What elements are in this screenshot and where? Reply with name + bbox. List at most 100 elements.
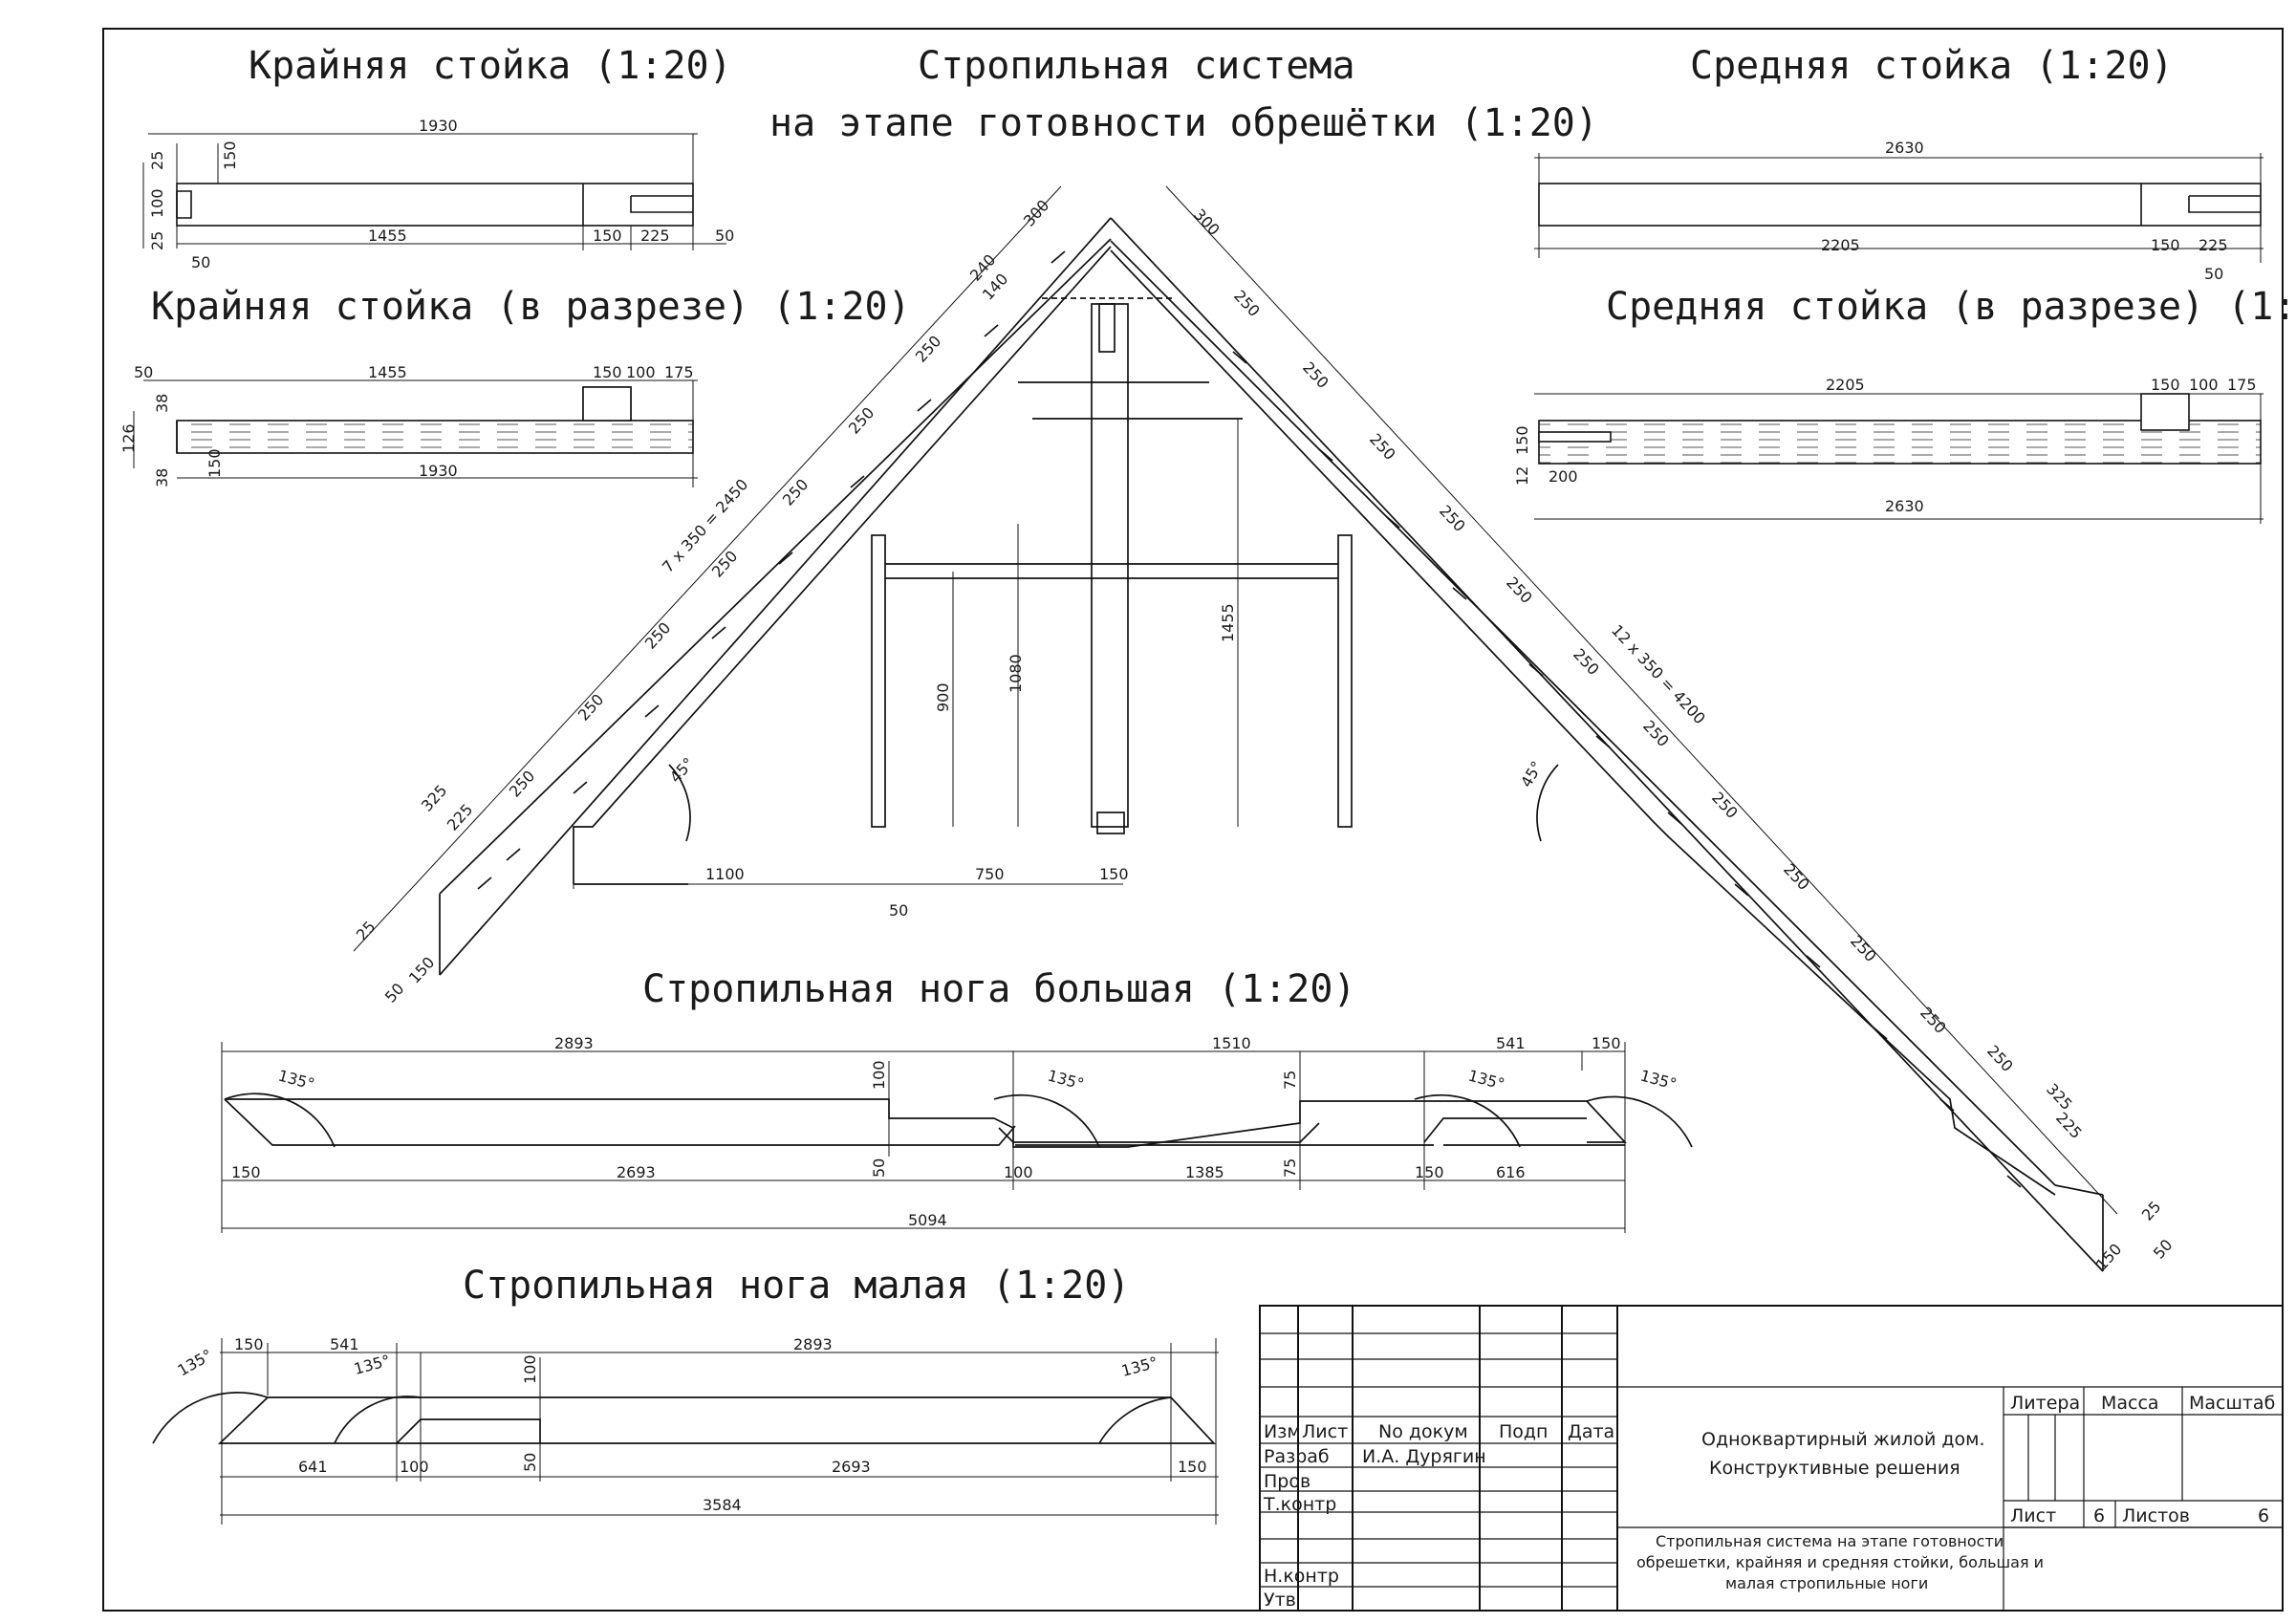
roof-right-250-2: 250 (1299, 358, 1332, 392)
roof-left-325: 325 (418, 781, 451, 814)
rafter-big-angle-3: 135° (1466, 1067, 1506, 1093)
roof-left-25: 25 (353, 918, 379, 944)
end-post-section-100: 100 (626, 363, 656, 381)
end-post-section-175: 175 (664, 363, 694, 381)
sheet-frame (102, 28, 2284, 1612)
roof-right-sum: 12 x 350 = 4200 (1608, 621, 1709, 728)
end-post-section-h38a: 38 (153, 394, 171, 413)
title-middle-post: Средняя стойка (1:20) (1690, 44, 2174, 88)
rafter-small-angle-3: 135° (1119, 1353, 1159, 1380)
tb-project-1: Одноквартирный жилой дом. (1701, 1429, 1985, 1450)
tb-massa: Масса (2101, 1393, 2159, 1414)
roof-left-250-1: 250 (912, 332, 945, 365)
rafter-small-h50: 50 (521, 1453, 539, 1472)
end-post-h25a: 25 (148, 151, 166, 170)
end-post-section-h126: 126 (119, 423, 138, 453)
roof-right-150: 150 (2092, 1240, 2126, 1273)
roof-right-250-7: 250 (1639, 717, 1673, 750)
rafter-big-b150: 150 (231, 1163, 261, 1181)
rafter-big-angle-2: 135° (1046, 1067, 1086, 1093)
middle-post-section-150: 150 (2151, 376, 2180, 394)
tb-listov-value: 6 (2258, 1505, 2269, 1526)
end-post-225: 225 (640, 227, 670, 245)
roof-right-250-12: 250 (1983, 1042, 2017, 1075)
end-post-bottom-50: 50 (191, 253, 210, 271)
end-post-view (142, 133, 726, 250)
end-post-section-h150: 150 (206, 448, 224, 478)
roof-left-150: 150 (405, 953, 439, 986)
tb-col-doc: No докум (1378, 1421, 1468, 1442)
title-end-post-section: Крайняя стойка (в разрезе) (1:20) (151, 285, 911, 329)
middle-post-section-200: 200 (1549, 467, 1578, 486)
tb-nkontr: Н.контр (1264, 1566, 1339, 1587)
rafter-big-2893: 2893 (554, 1034, 594, 1052)
rafter-small-angle-1: 135° (175, 1346, 216, 1380)
rafter-big-h50: 50 (870, 1158, 888, 1178)
roof-left-250-5: 250 (641, 618, 675, 652)
roof-left-250-2: 250 (845, 403, 878, 437)
tb-prov: Пров (1264, 1471, 1310, 1492)
tb-list-label: Лист (2010, 1505, 2056, 1526)
roof-right-250-4: 250 (1436, 502, 1469, 535)
end-post-h150: 150 (221, 141, 239, 170)
roof-right-250-10: 250 (1847, 932, 1880, 965)
rafter-small-h100: 100 (521, 1354, 539, 1384)
rafter-big-h100: 100 (870, 1060, 888, 1090)
tb-litera: Литера (2010, 1393, 2080, 1414)
title-end-post: Крайняя стойка (1:20) (249, 44, 732, 88)
roof-right-top-300: 300 (1190, 206, 1224, 239)
middle-post-section-175: 175 (2227, 376, 2257, 394)
middle-post-section-2205: 2205 (1826, 376, 1865, 394)
roof-right-225: 225 (2052, 1109, 2086, 1142)
end-post-total: 1930 (419, 117, 458, 135)
roof-right-250-5: 250 (1503, 573, 1536, 607)
roof-angle-right: 45° (1517, 758, 1547, 790)
middle-post-section-total: 2630 (1885, 497, 1924, 515)
middle-post-view (1534, 153, 2264, 263)
roof-w1100: 1100 (705, 865, 745, 883)
roof-w50: 50 (889, 901, 908, 920)
rafter-small-angle-2: 135° (352, 1352, 392, 1378)
rafter-big-b2693: 2693 (617, 1163, 656, 1181)
rafter-small-b2693: 2693 (832, 1458, 871, 1476)
end-post-150: 150 (593, 227, 622, 245)
middle-post-150: 150 (2151, 236, 2180, 254)
end-post-section-150: 150 (593, 363, 622, 381)
roof-right-250-6: 250 (1570, 645, 1603, 679)
tb-masshtab: Масштаб (2189, 1393, 2275, 1414)
tb-sheet-3: малая стропильные ноги (1725, 1574, 1928, 1592)
tb-sheet-1: Стропильная система на этапе готовности (1656, 1532, 2004, 1550)
tb-project-2: Конструктивные решения (1709, 1458, 1960, 1479)
roof-h900: 900 (934, 682, 952, 712)
roof-w150: 150 (1099, 865, 1129, 883)
rafter-small-b150: 150 (1178, 1458, 1207, 1476)
roof-left-250-6: 250 (574, 690, 608, 724)
roof-left-50: 50 (381, 980, 408, 1006)
rafter-big-h75a: 75 (1281, 1071, 1299, 1090)
end-post-section-1455: 1455 (368, 363, 407, 381)
tb-razrab: Разраб (1264, 1446, 1330, 1467)
tb-sheet-2: обрешетки, крайняя и средняя стойки, бол… (1636, 1553, 2044, 1571)
end-post-section-total: 1930 (419, 462, 458, 480)
roof-left-250-4: 250 (708, 547, 742, 580)
rafter-small-2893: 2893 (793, 1335, 833, 1353)
rafter-small-total: 3584 (703, 1496, 742, 1514)
rafter-small-b641: 641 (298, 1458, 328, 1476)
roof-right-325: 325 (2043, 1080, 2076, 1114)
end-post-section-view (133, 379, 698, 487)
roof-right-250-1: 250 (1230, 287, 1264, 320)
tb-razrab-name: И.А. Дурягин (1362, 1446, 1486, 1467)
rafter-big-541: 541 (1496, 1034, 1526, 1052)
rafter-big-angle-1: 135° (276, 1067, 316, 1093)
title-rafter-small: Стропильная нога малая (1:20) (463, 1264, 1130, 1308)
rafter-small-view (152, 1338, 1219, 1525)
roof-right-250-9: 250 (1780, 860, 1813, 894)
middle-post-total: 2630 (1885, 139, 1924, 157)
rafter-big-angle-4: 135° (1638, 1067, 1679, 1093)
rafter-big-view (221, 1042, 1693, 1233)
roof-angle-left: 45° (666, 754, 698, 787)
end-post-1455: 1455 (368, 227, 407, 245)
roof-w750: 750 (975, 865, 1005, 883)
tb-col-data: Дата (1568, 1421, 1614, 1442)
title-rafter-system-1: Стропильная система (918, 44, 1355, 88)
